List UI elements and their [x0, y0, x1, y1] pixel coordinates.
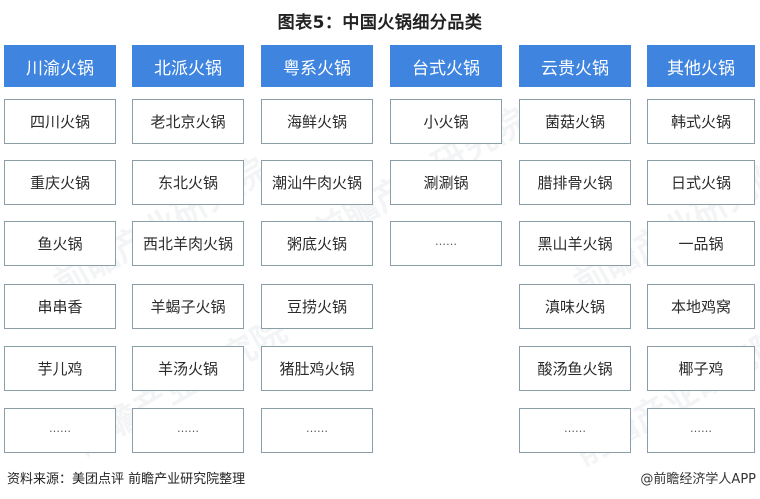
category-item: 滇味火锅	[519, 284, 631, 329]
category-item-more: ……	[390, 221, 502, 266]
category-item: 串串香	[4, 284, 116, 329]
category-header: 北派火锅	[132, 45, 244, 87]
category-item: 菌菇火锅	[519, 99, 631, 144]
category-item: 豆捞火锅	[261, 284, 373, 329]
category-item: 椰子鸡	[647, 346, 755, 391]
category-item: 本地鸡窝	[647, 284, 755, 329]
category-header: 云贵火锅	[519, 45, 631, 87]
category-item: 猪肚鸡火锅	[261, 346, 373, 391]
category-item-more: ……	[647, 408, 755, 453]
category-item: 东北火锅	[132, 160, 244, 205]
category-item: 腊排骨火锅	[519, 160, 631, 205]
category-item-more: ……	[519, 408, 631, 453]
category-item: 海鲜火锅	[261, 99, 373, 144]
category-item: 涮涮锅	[390, 160, 502, 205]
category-item: 芋儿鸡	[4, 346, 116, 391]
category-item-more: ……	[132, 408, 244, 453]
category-header: 其他火锅	[647, 45, 755, 87]
category-item: 鱼火锅	[4, 221, 116, 266]
category-item: 老北京火锅	[132, 99, 244, 144]
category-item: 黑山羊火锅	[519, 221, 631, 266]
category-header: 台式火锅	[390, 45, 502, 87]
category-item: 小火锅	[390, 99, 502, 144]
chart-title: 图表5：中国火锅细分品类	[277, 13, 483, 33]
category-item: 粥底火锅	[261, 221, 373, 266]
category-item: 重庆火锅	[4, 160, 116, 205]
category-item-more: ……	[261, 408, 373, 453]
category-item-more: ……	[4, 408, 116, 453]
category-item: 西北羊肉火锅	[132, 221, 244, 266]
credit-note: @前瞻经济学人APP	[640, 472, 756, 487]
category-item: 日式火锅	[647, 160, 755, 205]
category-item: 一品锅	[647, 221, 755, 266]
category-item: 羊汤火锅	[132, 346, 244, 391]
category-item: 羊蝎子火锅	[132, 284, 244, 329]
category-item: 四川火锅	[4, 99, 116, 144]
category-header: 川渝火锅	[4, 45, 116, 87]
category-item: 酸汤鱼火锅	[519, 346, 631, 391]
category-item: 韩式火锅	[647, 99, 755, 144]
source-note: 资料来源：美团点评 前瞻产业研究院整理	[7, 472, 246, 487]
category-item: 潮汕牛肉火锅	[261, 160, 373, 205]
category-header: 粤系火锅	[261, 45, 373, 87]
